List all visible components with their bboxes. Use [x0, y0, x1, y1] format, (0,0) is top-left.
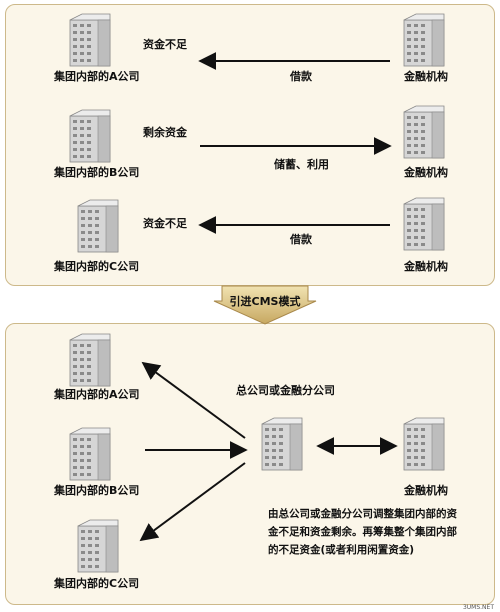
hub-label: 总公司或金融分公司 — [236, 384, 335, 397]
bank-building-icon-2 — [403, 105, 445, 159]
cms-description: 由总公司或金融分公司调整集团内部的资金不足和资金剩余。再筹集整个集团内部的不足资… — [268, 508, 457, 556]
bank-building-icon-1 — [403, 13, 445, 67]
flow-label-b: 储蓄、利用 — [274, 158, 329, 171]
company-a-building-icon — [69, 13, 111, 67]
company-c-label: 集团内部的C公司 — [54, 260, 140, 273]
company-b-label: 集团内部的B公司 — [54, 166, 140, 179]
bank-label-2: 金融机构 — [404, 166, 448, 179]
flow-label-a: 借款 — [290, 70, 312, 83]
company-b-label-bottom: 集团内部的B公司 — [54, 484, 140, 497]
bank-building-icon-3 — [403, 197, 445, 251]
fund-status-c: 资金不足 — [143, 217, 187, 230]
fund-status-a: 资金不足 — [143, 38, 187, 51]
bank-building-icon-bottom — [403, 417, 445, 471]
bank-label-1: 金融机构 — [404, 70, 448, 83]
hub-to-a-arrow — [141, 361, 246, 439]
bank-label-3: 金融机构 — [404, 260, 448, 273]
company-c-building-icon-bottom — [77, 519, 119, 573]
company-a-building-icon-bottom — [69, 333, 111, 387]
watermark: 3UMS.NET — [462, 604, 494, 611]
company-b-building-icon — [69, 109, 111, 163]
company-b-building-icon-bottom — [69, 427, 111, 481]
hub-building-icon — [261, 417, 303, 471]
transition-label: 引进CMS模式 — [229, 295, 301, 308]
company-a-label-bottom: 集团内部的A公司 — [54, 388, 140, 401]
flow-label-c: 借款 — [290, 233, 312, 246]
bank-label-bottom: 金融机构 — [404, 484, 448, 497]
transition-arrow-icon — [213, 285, 317, 325]
hub-to-c-arrow — [139, 462, 246, 542]
company-c-label-bottom: 集团内部的C公司 — [54, 577, 140, 590]
company-c-building-icon — [77, 199, 119, 253]
company-a-label: 集团内部的A公司 — [54, 70, 140, 83]
fund-status-b: 剩余资金 — [143, 126, 187, 139]
